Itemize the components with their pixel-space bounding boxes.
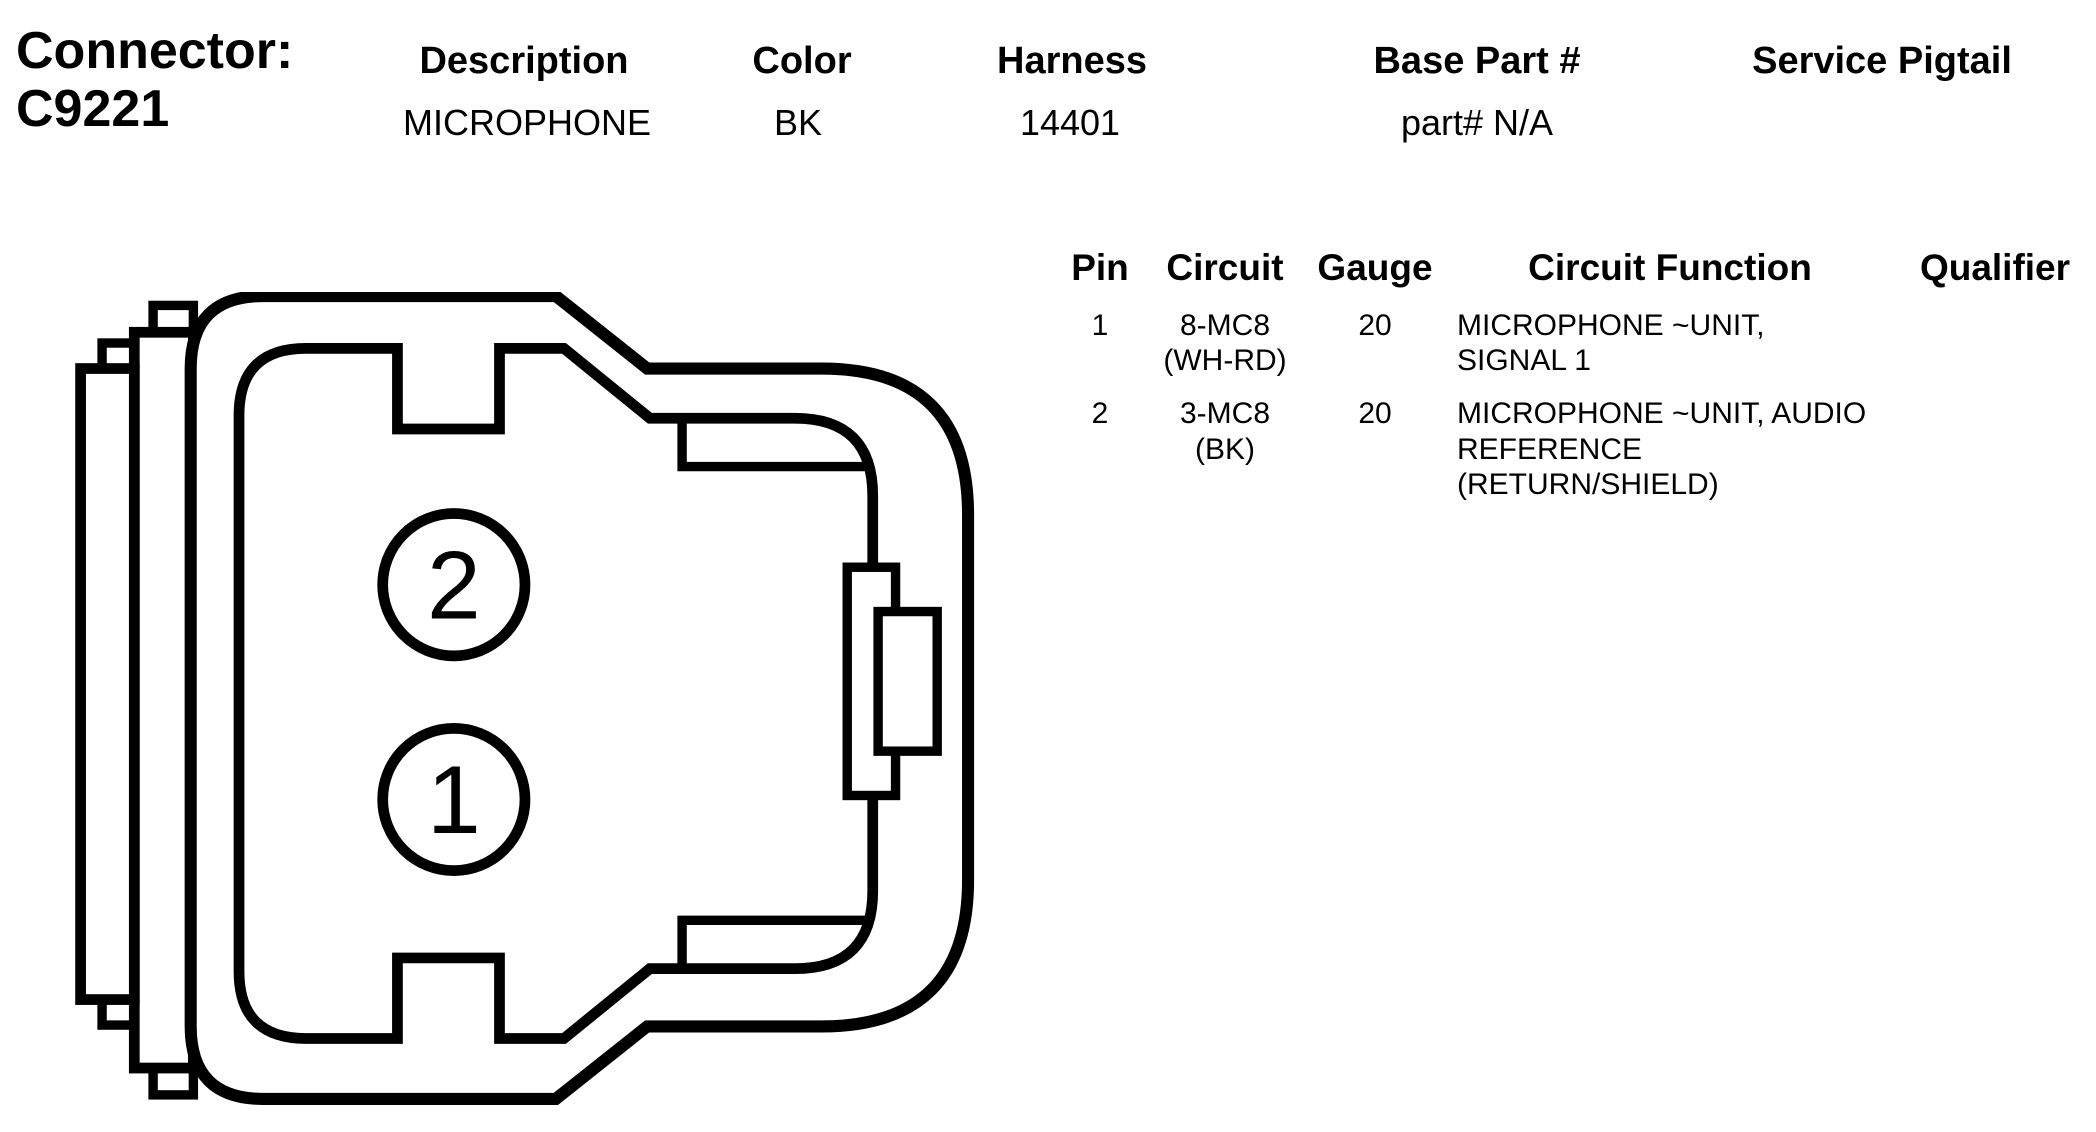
function-cell: MICROPHONE ~UNIT, AUDIO REFERENCE (RETUR… (1457, 397, 1867, 502)
pin-table-header-gauge: Gauge (1317, 247, 1433, 288)
function-cell: MICROPHONE ~UNIT, SIGNAL 1 (1457, 308, 1765, 378)
gauge-cell: 20 (1358, 397, 1392, 431)
latch-pocket-bottom-line (677, 915, 873, 969)
gauge-cell: 20 (1358, 308, 1392, 342)
pin-table-header-qualifier: Qualifier (1919, 247, 2071, 288)
pin-table: Pin Circuit Gauge Circuit Function Quali… (1055, 246, 2095, 503)
latch-button (873, 606, 942, 756)
retainer-strip-inner (128, 326, 199, 1074)
col-header-base-part: Base Part # (1373, 40, 1581, 82)
circuit-cell: 8-MC8 (WH-RD) (1163, 308, 1287, 378)
cavity-2-circle (377, 508, 531, 662)
col-value-description: MICROPHONE (402, 102, 652, 143)
pin-table-header-circuit: Circuit (1166, 247, 1284, 288)
col-value-harness: 14401 (1019, 102, 1121, 143)
connector-id: C9221 (16, 80, 170, 139)
pin-cell: 1 (1091, 308, 1109, 342)
cavity-1-circle (377, 722, 531, 877)
col-header-harness: Harness (997, 40, 1147, 82)
latch-pocket-top-line (677, 418, 873, 472)
col-header-color: Color (752, 40, 852, 82)
connector-shroud-outline (233, 343, 879, 1044)
pin-cell: 2 (1091, 397, 1109, 431)
col-value-color: BK (773, 102, 823, 143)
qualifier-cell (1895, 308, 2095, 379)
col-header-description: Description (419, 40, 629, 82)
connector-label: Connector: (16, 22, 294, 80)
retainer-strip-outer (75, 363, 140, 1005)
connector-title: Connector: C9221 (16, 22, 293, 138)
qualifier-cell (1895, 396, 2095, 502)
pin-table-header-function: Circuit Function (1528, 247, 1812, 288)
pin-table-header-pin: Pin (1071, 247, 1129, 288)
cavity-2-label: 2 (427, 531, 481, 639)
col-value-base-part: part# N/A (1400, 102, 1554, 143)
cavity-1-label: 1 (427, 746, 481, 854)
circuit-cell: 3-MC8 (BK) (1179, 397, 1270, 466)
col-header-service-pigtail: Service Pigtail (1752, 40, 2012, 82)
connector-face-diagram: 2 1 (75, 292, 975, 1105)
